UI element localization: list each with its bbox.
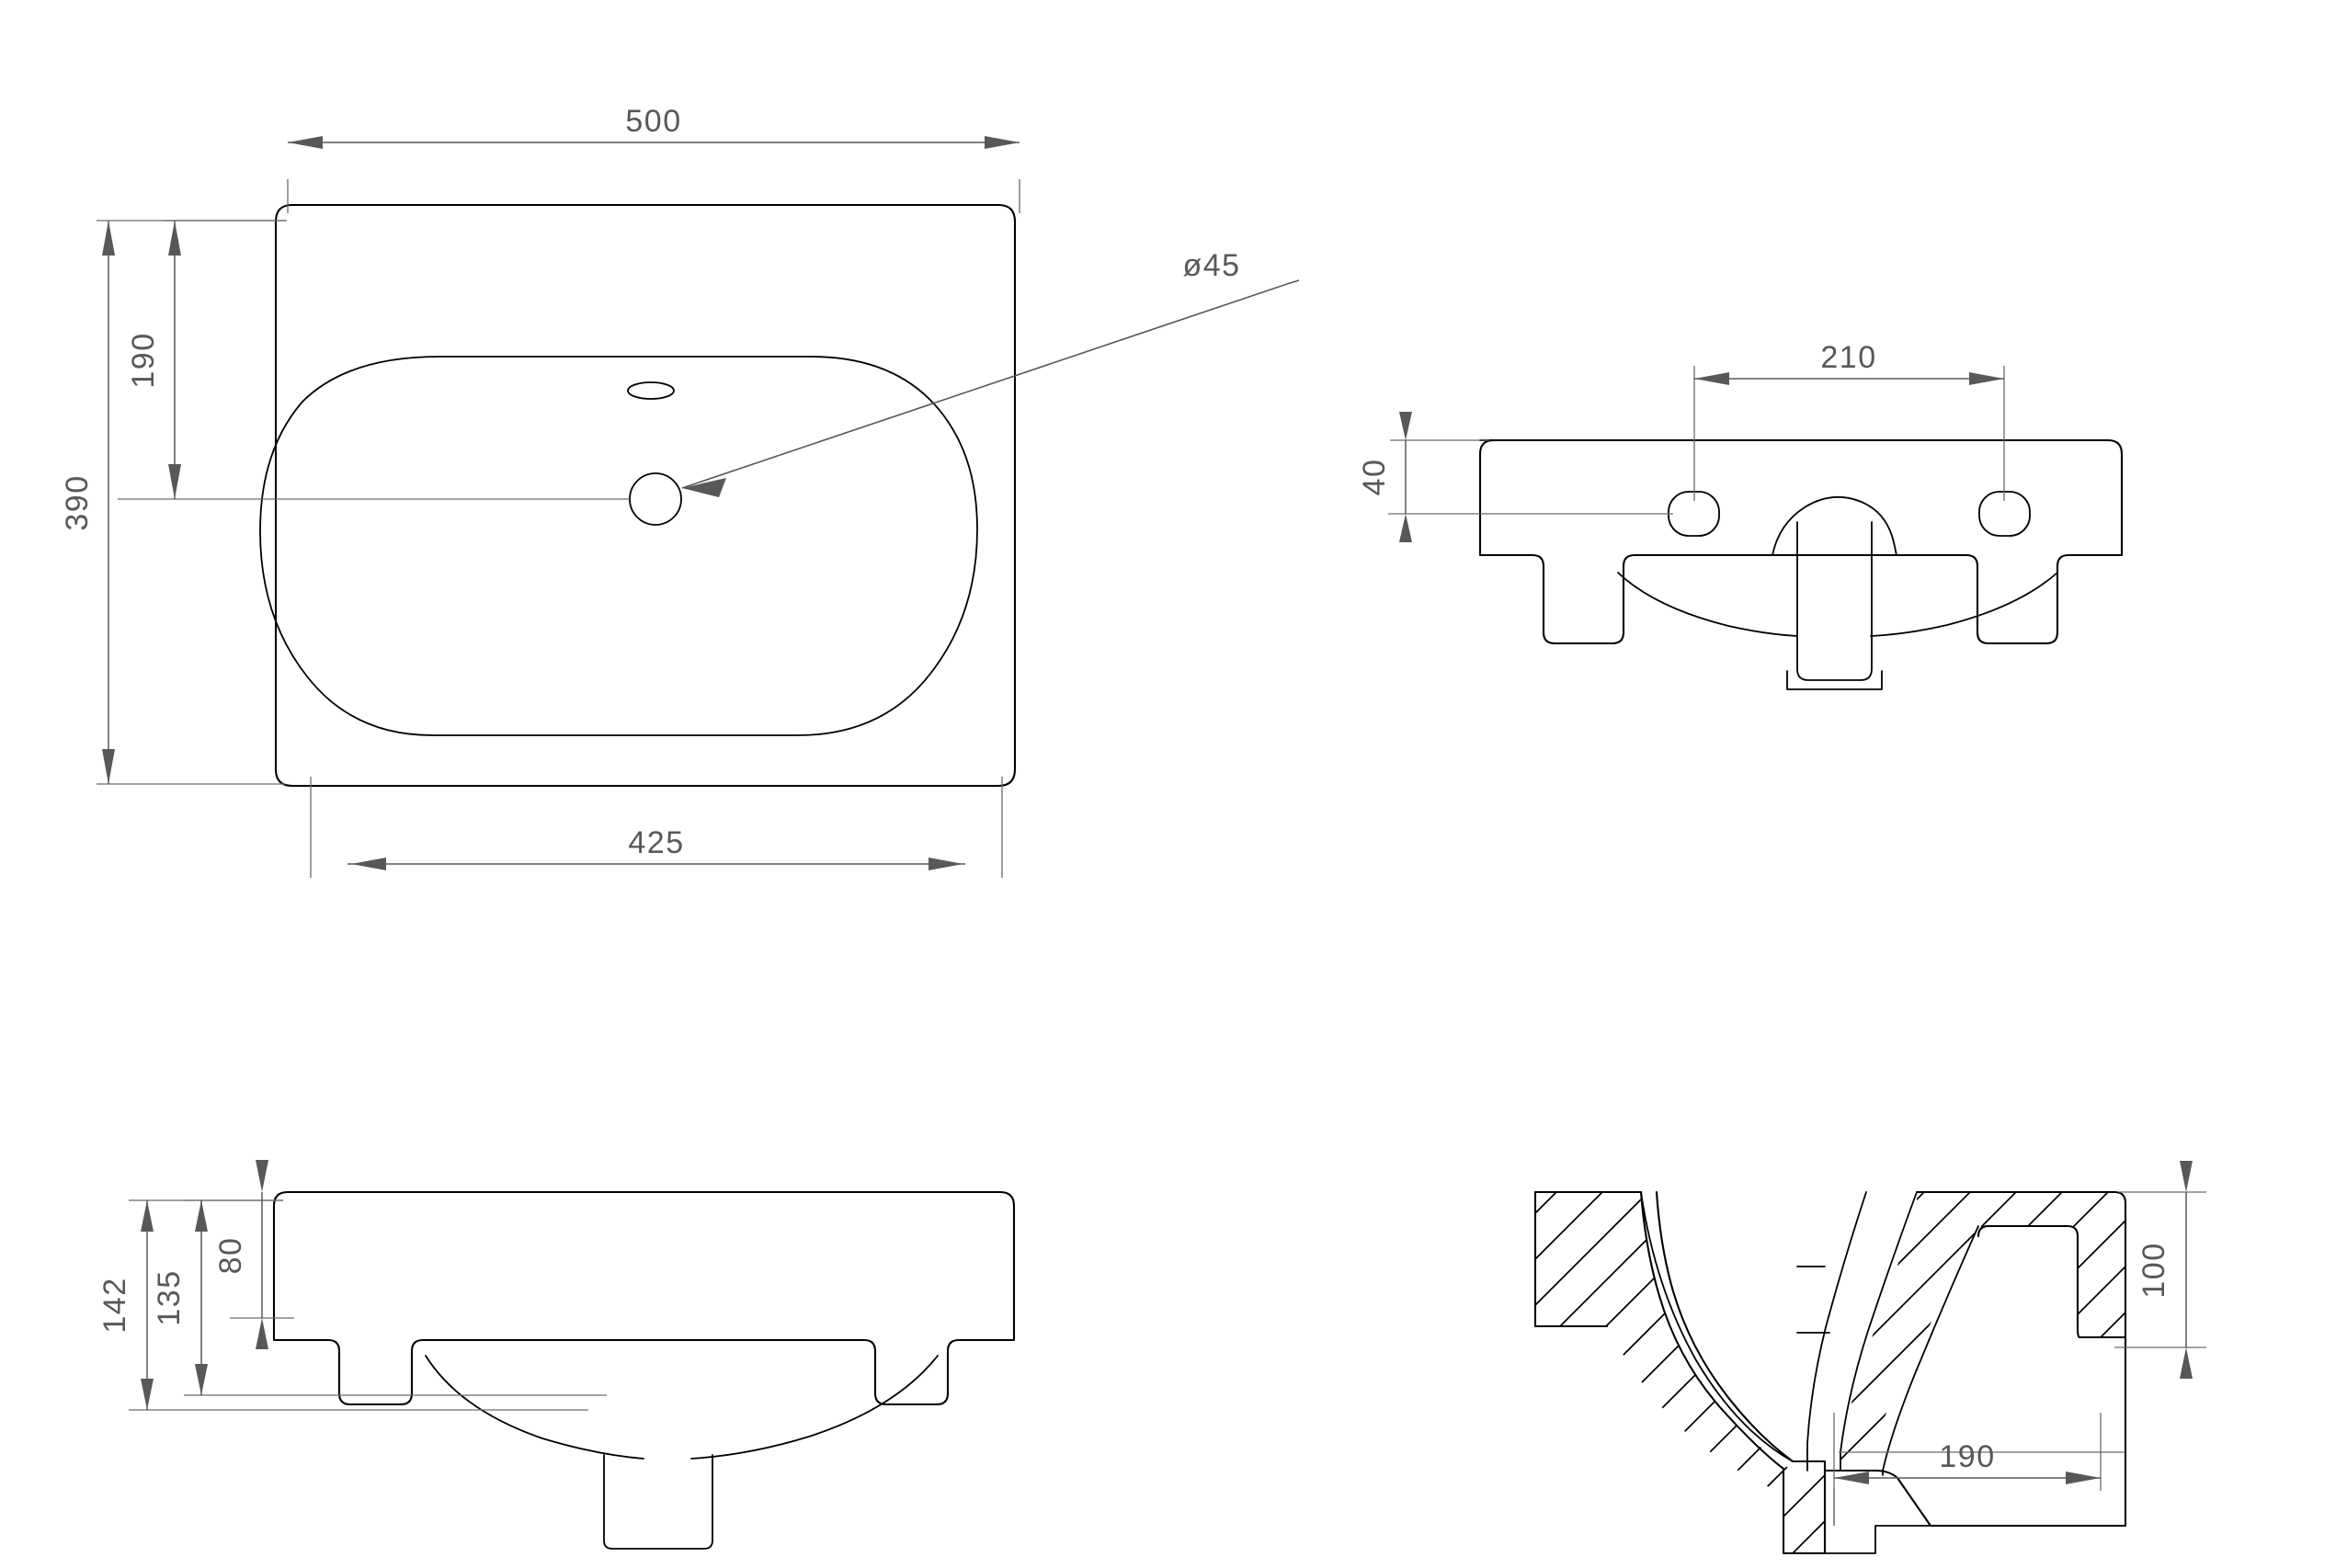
section-left-outer-boundary	[1533, 1190, 1609, 1328]
arrow-head-142-top	[141, 1200, 154, 1232]
top-view: 500 425 390 190	[60, 104, 1300, 878]
section-left-wall-and-bowl-profile	[1533, 1190, 1827, 1555]
dim-label-142: 142	[97, 1277, 132, 1333]
dimension-40-hole-height: 40	[1357, 412, 1489, 542]
arrow-head-425-right	[929, 858, 963, 870]
arrow-head-142-bottom	[141, 1379, 154, 1410]
waste-outlet-inner-rim	[1786, 670, 1883, 690]
dimension-100-bowl-depth: 100	[2114, 1161, 2206, 1379]
arrow-head-190s-left	[1834, 1471, 1869, 1484]
arrow-head-190-top	[168, 221, 181, 256]
section-overflow-notch-top	[1796, 1266, 1830, 1334]
waste-boss-outline	[1739, 495, 1928, 556]
dim-label-190s: 190	[1939, 1439, 1995, 1474]
section-right-rim-block	[1915, 1190, 2127, 1339]
dim-label-diameter-45: ø45	[1182, 248, 1240, 283]
arrow-head-100-top	[2180, 1161, 2193, 1192]
rear-elevation-view: 210 40	[1357, 340, 2124, 690]
leader-line-diameter-45	[681, 283, 1288, 489]
dim-label-425: 425	[628, 825, 684, 860]
dimension-80-slab-thickness: 80	[213, 1160, 294, 1349]
dimension-135-body-height: 135	[152, 1199, 607, 1396]
dim-label-80: 80	[213, 1237, 248, 1275]
side-elevation-body-outline	[272, 1190, 1016, 1406]
arrow-head-210-left	[1694, 372, 1729, 385]
dimension-500-overall-width: 500	[287, 104, 1020, 213]
arrow-head-500-left	[288, 136, 323, 149]
arrow-head-390-top	[102, 221, 115, 256]
arrow-head-diameter-45	[682, 478, 726, 497]
dim-label-100: 100	[2136, 1242, 2171, 1298]
dim-label-390: 390	[60, 474, 95, 530]
dim-label-210: 210	[1820, 340, 1876, 375]
dim-label-190: 190	[126, 332, 161, 388]
arrow-head-390-bottom	[102, 749, 115, 784]
section-waste-recess-outline	[1823, 1335, 2127, 1528]
dim-label-40: 40	[1357, 459, 1392, 496]
dimension-142-overall-height: 142	[97, 1199, 588, 1411]
dimension-diameter-45-tap-hole: ø45	[681, 248, 1300, 497]
overflow-slot-outline	[627, 381, 675, 400]
arrow-head-135-top	[195, 1200, 208, 1232]
section-overflow-channel-wall-outer	[1840, 1191, 1918, 1471]
arrow-head-100-bottom	[2180, 1347, 2193, 1379]
rear-elevation-body-outline	[1478, 438, 2124, 645]
dim-label-500: 500	[625, 104, 681, 139]
section-overflow-channel-wall-inner	[1882, 1225, 1979, 1476]
arrow-head-190s-right	[2066, 1471, 2101, 1484]
basin-outer-rim-outline	[274, 203, 1017, 788]
arrow-head-80-top	[256, 1160, 268, 1192]
section-overflow-channel-wall-mid	[1806, 1191, 1867, 1471]
dimension-190-waste-offset: 190	[1833, 1413, 2102, 1526]
cross-section-view: 100 190	[1533, 1161, 2206, 1555]
side-waste-outlet-outline	[603, 1454, 713, 1550]
arrow-head-40-bottom	[1399, 514, 1412, 542]
arrow-head-40-top	[1399, 412, 1412, 440]
arrow-head-135-bottom	[195, 1364, 208, 1395]
side-elevation-view: 142 135 80	[97, 1160, 1016, 1550]
basin-bowl-outline	[259, 356, 978, 736]
dimension-190-tap-hole-offset: 190	[126, 220, 287, 499]
leader-line-diameter-45-tail	[1286, 279, 1300, 285]
dimension-210-hole-spacing: 210	[1693, 340, 2005, 501]
arrow-head-210-right	[1969, 372, 2004, 385]
tap-hole-outline	[629, 472, 682, 526]
dimension-425-bowl-width: 425	[310, 777, 1003, 878]
arrow-head-425-left	[351, 858, 386, 870]
waste-outlet-outline	[1796, 521, 1873, 681]
side-bowl-underside-curve	[425, 1355, 939, 1460]
dim-label-135: 135	[152, 1269, 187, 1325]
arrow-head-190-bottom	[168, 464, 181, 499]
section-bowl-inner-surface	[1640, 1191, 1794, 1462]
bowl-underside-curve	[1617, 572, 2058, 637]
section-bottom-shelf	[1783, 1525, 1931, 1554]
arrow-head-80-bottom	[256, 1318, 268, 1349]
arrow-head-500-right	[985, 136, 1020, 149]
dimension-390-overall-depth: 390	[60, 220, 285, 785]
section-hatching	[1535, 1192, 2125, 1553]
